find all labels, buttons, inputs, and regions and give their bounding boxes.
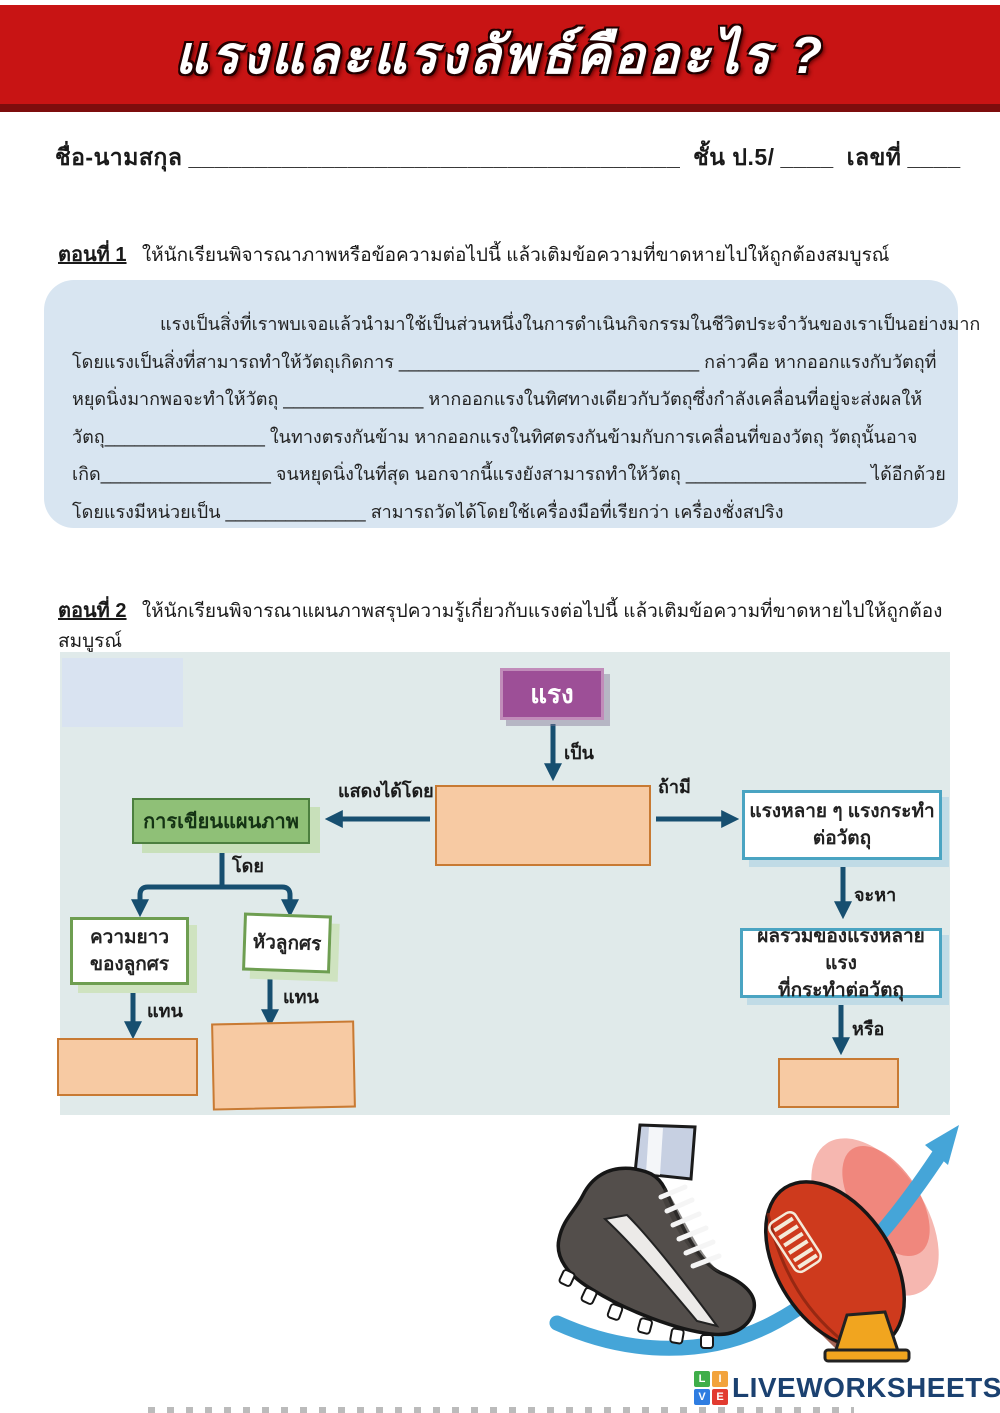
arrow-length-line1: ความยาว <box>89 927 170 948</box>
passage-box: แรงเป็นสิ่งที่เราพบเจอแล้วนำมาใช้เป็นส่ว… <box>44 280 981 528</box>
logo-square-v: V <box>694 1389 710 1405</box>
kicking-tee-icon <box>823 1310 911 1363</box>
label-find: จะหา <box>854 885 897 905</box>
part1-heading: ตอนที่ 1 <box>58 244 127 266</box>
label-or: หรือ <box>852 1019 885 1039</box>
trajectory-arrow-icon <box>549 1125 959 1356</box>
many-forces-box: แรงหลาย ๆ แรงกระทำ ต่อวัตถุ <box>742 790 942 860</box>
label-if-has: ถ้ามี <box>658 777 691 797</box>
arrow-length-line2: ของลูกศร <box>89 954 170 975</box>
arrow-head-label: หัวลูกศร <box>252 931 322 955</box>
student-info-line: ชื่อ-นามสกุล____________________________… <box>55 140 960 176</box>
kick-football-illustration <box>549 1123 959 1363</box>
passage-line: โดยแรงเป็นสิ่งที่สามารถทำให้วัตถุเกิดการ… <box>72 351 937 372</box>
passage-line: หยุดนิ่งมากพอจะทำให้วัตถุ ______________… <box>72 389 923 409</box>
name-blank-field[interactable]: _____________________________________ <box>188 144 681 170</box>
part2-heading-line: ตอนที่ 2 ให้นักเรียนพิจารณาแผนภาพสรุปควา… <box>58 594 958 656</box>
cut-off-text-strip <box>148 1407 854 1413</box>
sum-forces-box: ผลรวมของแรงหลายแรง ที่กระทำต่อวัตถุ <box>740 926 942 1001</box>
diagram-writing-label: การเขียนแผนภาพ <box>143 811 299 833</box>
background-patch <box>62 658 183 727</box>
part2-heading: ตอนที่ 2 <box>58 600 127 622</box>
part1-heading-line: ตอนที่ 1 ให้นักเรียนพิจารณาภาพหรือข้อควา… <box>58 238 958 270</box>
answer-box-arrow-length[interactable] <box>57 1038 198 1096</box>
logo-square-i: I <box>712 1371 728 1387</box>
arrow-length-box: ความยาว ของลูกศร <box>70 917 189 985</box>
liveworksheets-brand: L I V E LIVEWORKSHEETS <box>694 1371 1000 1405</box>
passage-line: เกิด_________________ จนหยุดนิ่งในที่สุด… <box>72 464 946 484</box>
answer-box-force-definition[interactable] <box>435 785 651 866</box>
page-title: แรงและแรงลัพธ์คืออะไร ? <box>174 27 826 85</box>
name-label: ชื่อ-นามสกุล <box>55 144 183 170</box>
logo-square-e: E <box>712 1389 728 1405</box>
part1-instruction: ให้นักเรียนพิจารณาภาพหรือข้อความต่อไปนี้… <box>141 245 890 266</box>
force-concept-map: แรง การเขียนแผนภาพ ความยาว ของลูกศร หัวล… <box>57 652 950 1115</box>
number-label: เลขที่ <box>846 144 902 170</box>
arrow-head-box: หัวลูกศร <box>242 912 332 974</box>
number-blank-field[interactable]: ____ <box>907 144 961 170</box>
class-label: ชั้น ป.5/ <box>693 144 775 170</box>
root-force-label: แรง <box>530 678 574 709</box>
liveworksheets-logo-icon: L I V E <box>694 1371 728 1405</box>
many-forces-line2: ต่อวัตถุ <box>812 828 872 849</box>
diagram-arrows <box>124 724 852 1056</box>
label-shown-by: แสดงได้โดย <box>338 781 434 801</box>
root-force-box: แรง <box>500 668 604 720</box>
soccer-boot-icon <box>556 1123 757 1349</box>
class-blank-field[interactable]: ____ <box>780 144 834 170</box>
label-represents-1: แทน <box>147 1001 183 1021</box>
brand-name: LIVEWORKSHEETS <box>732 1372 1000 1403</box>
label-become: เป็น <box>564 743 594 763</box>
answer-box-resultant[interactable] <box>778 1058 899 1108</box>
answer-box-arrow-head[interactable] <box>211 1020 356 1111</box>
logo-square-l: L <box>694 1371 710 1387</box>
header-banner: แรงและแรงลัพธ์คืออะไร ? <box>0 5 1000 112</box>
passage-line: วัตถุ________________ ในทางตรงกันข้าม หา… <box>72 426 918 447</box>
sum-forces-line2: ที่กระทำต่อวัตถุ <box>778 979 904 1001</box>
label-by: โดย <box>232 856 264 876</box>
passage-line: โดยแรงมีหน่วยเป็น ______________ สามารถว… <box>72 501 784 522</box>
passage-line: แรงเป็นสิ่งที่เราพบเจอแล้วนำมาใช้เป็นส่ว… <box>160 314 981 334</box>
label-represents-2: แทน <box>283 987 319 1007</box>
part2-instruction: ให้นักเรียนพิจารณาแผนภาพสรุปความรู้เกี่ย… <box>58 601 943 652</box>
many-forces-line1: แรงหลาย ๆ แรงกระทำ <box>749 801 935 822</box>
sum-forces-line1: ผลรวมของแรงหลายแรง <box>757 925 925 974</box>
diagram-writing-box: การเขียนแผนภาพ <box>132 798 310 844</box>
